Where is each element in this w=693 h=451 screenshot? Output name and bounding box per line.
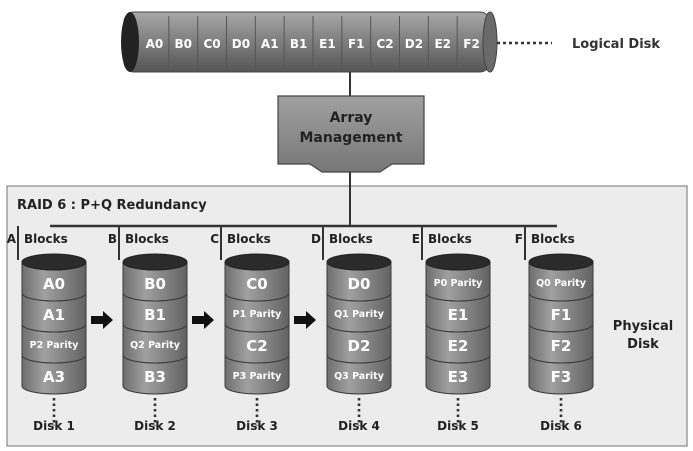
disk-segment-label: P2 Parity	[30, 340, 79, 351]
logical-disk-right-cap	[482, 11, 498, 73]
disk-name: Disk 4	[338, 419, 380, 433]
disk-blocks-label: Blocks	[24, 232, 68, 246]
disk-segment-label: A3	[43, 368, 65, 386]
logical-block: C0	[204, 37, 221, 51]
array-management-box	[277, 95, 425, 173]
disk-segment-label: B1	[144, 306, 166, 324]
array-management-line2: Management	[299, 130, 402, 146]
disk-segment-label: D2	[348, 337, 371, 355]
disk-segment-label: C2	[246, 337, 267, 355]
array-management: Array Management	[277, 95, 425, 173]
disk-letter: C	[210, 232, 219, 246]
disk-blocks-label: Blocks	[329, 232, 373, 246]
disk-segment-label: E2	[448, 337, 469, 355]
logical-disk-left-cap	[121, 12, 139, 72]
disk-name: Disk 6	[540, 419, 582, 433]
disk-segment-label: D0	[348, 275, 371, 293]
logical-block: C2	[377, 37, 394, 51]
disk-top-cap	[326, 253, 392, 271]
logical-block: A1	[261, 37, 279, 51]
disk-segment-label: Q3 Parity	[334, 371, 385, 382]
logical-disk-label: Logical Disk	[572, 37, 660, 52]
disk-letter: A	[7, 232, 17, 246]
disk-name: Disk 3	[236, 419, 278, 433]
arrow-icon	[294, 311, 316, 329]
disk-segment-label: F3	[551, 368, 572, 386]
disk-letter: F	[515, 232, 523, 246]
arrow-icon	[192, 311, 214, 329]
logical-block: D2	[405, 37, 423, 51]
disk-segment-label: E1	[448, 306, 469, 324]
disk-segment-label: Q2 Parity	[130, 340, 181, 351]
disk-segment-label: A1	[43, 306, 65, 324]
disk-blocks-label: Blocks	[227, 232, 271, 246]
logical-block: A0	[146, 37, 164, 51]
disk-segment-label: P1 Parity	[233, 309, 282, 320]
array-management-line1: Array	[330, 110, 373, 126]
logical-block: F2	[463, 37, 480, 51]
logical-block: F1	[348, 37, 365, 51]
disk-top-cap	[21, 253, 87, 271]
disk-segment-label: C0	[246, 275, 267, 293]
disk-blocks-label: Blocks	[531, 232, 575, 246]
raid-title: RAID 6 : P+Q Redundancy	[17, 198, 207, 213]
disk-segment-label: B3	[144, 368, 166, 386]
disk-top-cap	[122, 253, 188, 271]
physical-disk-label-line1: Physical	[613, 319, 673, 334]
disk-top-cap	[224, 253, 290, 271]
physical-disk-label-line2: Disk	[627, 337, 659, 352]
disk-top-cap	[425, 253, 491, 271]
logical-disk: A0 B0 C0 D0 A1 B1 E1 F1 C2 D2 E2 F2 Logical Disk	[121, 11, 660, 73]
disk-blocks-label: Blocks	[125, 232, 169, 246]
logical-block: B1	[290, 37, 308, 51]
disk-name: Disk 5	[437, 419, 479, 433]
disk-segment-label: Q1 Parity	[334, 309, 385, 320]
arrow-icon	[91, 311, 113, 329]
logical-block: E1	[319, 37, 336, 51]
logical-block: D0	[232, 37, 250, 51]
disk-segment-label: B0	[144, 275, 166, 293]
disk-segment-label: P3 Parity	[233, 371, 282, 382]
disk-name: Disk 1	[33, 419, 75, 433]
disk-segment-label: P0 Parity	[434, 278, 483, 289]
logical-block: E2	[434, 37, 451, 51]
disk-top-cap	[528, 253, 594, 271]
disk-letter: B	[108, 232, 117, 246]
disk-segment-label: E3	[448, 368, 469, 386]
disk-segment-label: A0	[43, 275, 65, 293]
disk-letter: D	[311, 232, 321, 246]
logical-block: B0	[175, 37, 193, 51]
disk-letter: E	[412, 232, 420, 246]
disk-segment-label: Q0 Parity	[536, 278, 587, 289]
disk-segment-label: F2	[551, 337, 572, 355]
disk-blocks-label: Blocks	[428, 232, 472, 246]
disk-name: Disk 2	[134, 419, 176, 433]
disk-segment-label: F1	[551, 306, 572, 324]
